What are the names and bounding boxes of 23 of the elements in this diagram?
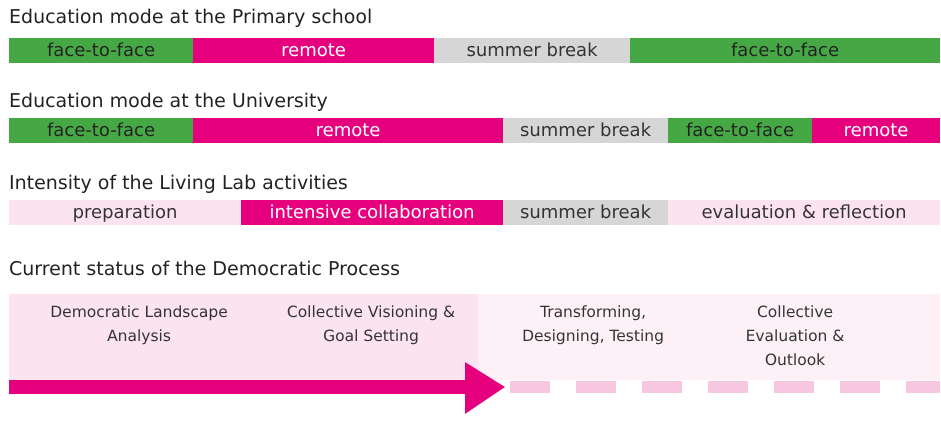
- section-heading: Current status of the Democratic Process: [9, 258, 400, 280]
- timeline-segment: remote: [812, 118, 940, 143]
- phase-label: Democratic Landscape Analysis: [49, 302, 229, 347]
- timeline-segment: face-to-face: [9, 38, 193, 63]
- timeline-segment: face-to-face: [630, 38, 940, 63]
- timeline-segment: face-to-face: [668, 118, 812, 143]
- phase-label: Collective Evaluation & Outlook: [744, 302, 846, 371]
- timeline-segment: summer break: [503, 200, 668, 225]
- timeline-segment: remote: [193, 38, 434, 63]
- phase-band: [478, 294, 940, 380]
- timeline-segment: preparation: [9, 200, 241, 225]
- timeline-segment: intensive collaboration: [241, 200, 503, 225]
- phase-label: Transforming, Designing, Testing: [521, 302, 665, 347]
- timeline-segment: summer break: [503, 118, 668, 143]
- timeline-segment: summer break: [434, 38, 630, 63]
- timeline-segment: evaluation & reflection: [668, 200, 940, 225]
- section-heading: Education mode at the Primary school: [9, 6, 372, 28]
- phase-label: Collective Visioning & Goal Setting: [286, 302, 456, 347]
- phase-band: [9, 294, 478, 380]
- timeline-segment: remote: [193, 118, 503, 143]
- timeline-segment: face-to-face: [9, 118, 193, 143]
- section-heading: Intensity of the Living Lab activities: [9, 172, 348, 194]
- section-heading: Education mode at the University: [9, 90, 328, 112]
